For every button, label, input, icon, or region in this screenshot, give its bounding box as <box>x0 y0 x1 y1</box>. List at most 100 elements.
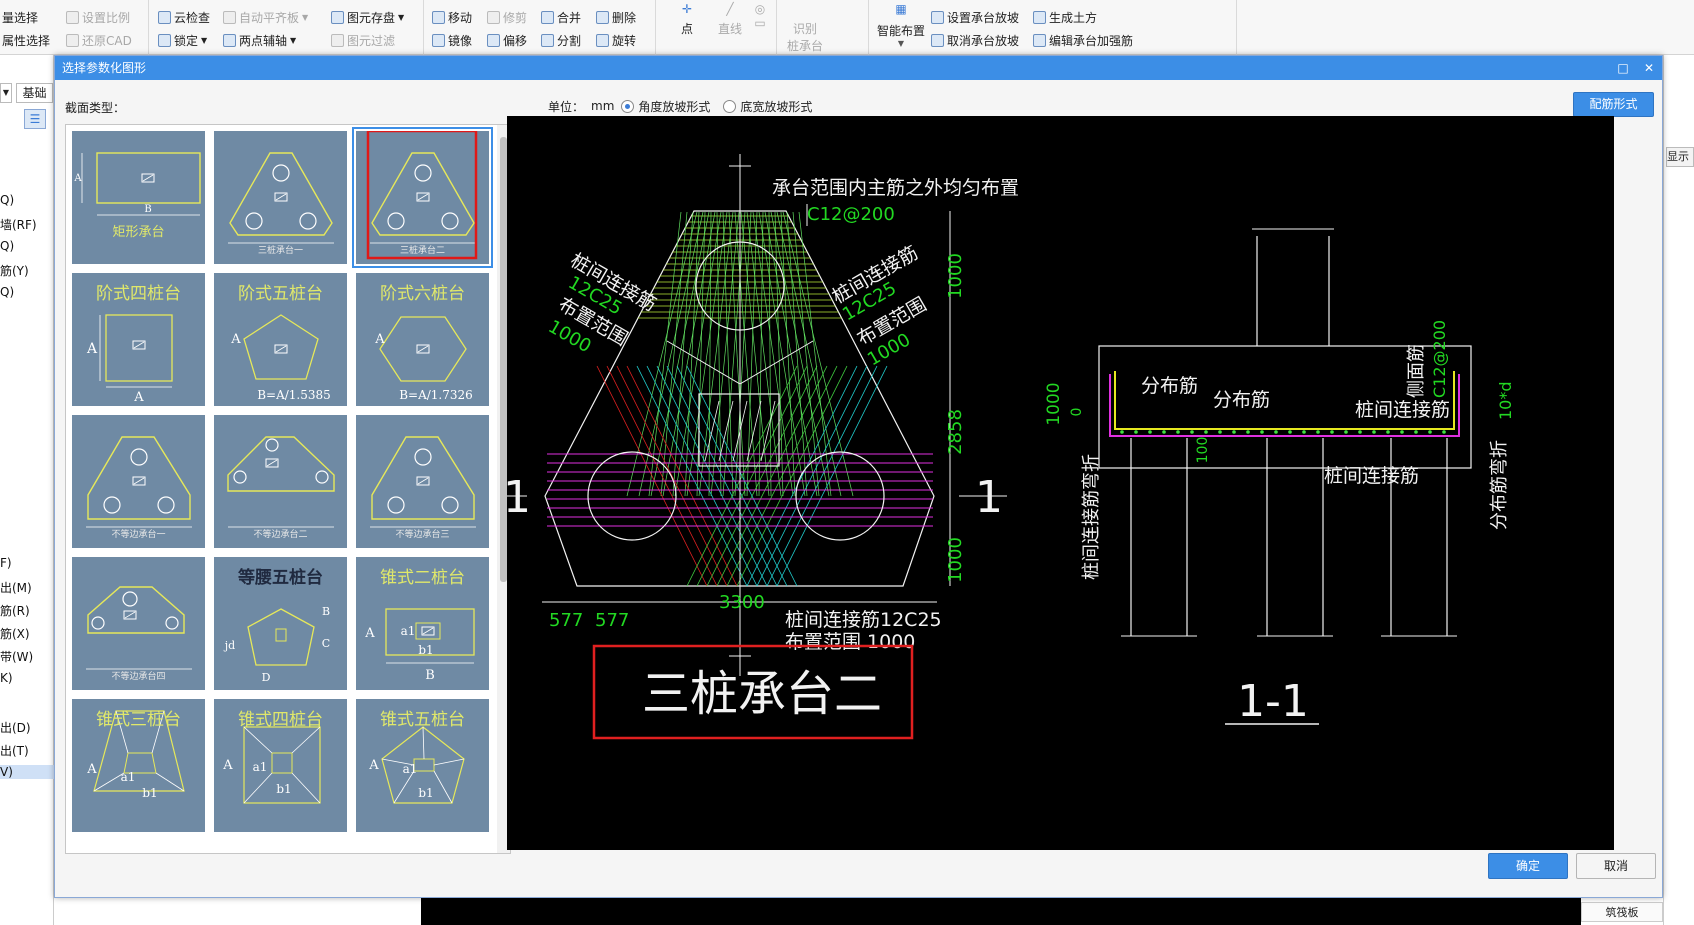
rebar-line <box>726 365 838 587</box>
tree-item[interactable]: 筋(R) <box>0 604 30 618</box>
circle-tool-button[interactable]: ◎▭ <box>751 2 769 30</box>
shape-option-uneq1[interactable]: 不等边承台一 <box>69 412 208 551</box>
tree-item[interactable]: 出(M) <box>0 581 32 595</box>
rebar-line <box>752 211 794 497</box>
tree-item[interactable]: 出(D) <box>0 721 31 735</box>
shape-name: 三桩承台二 <box>399 246 445 256</box>
tree-item[interactable]: K) <box>0 671 13 685</box>
foundation-tab[interactable]: 基础 <box>16 83 53 103</box>
cancel-slope-button[interactable]: 取消承台放坡 <box>931 31 1019 49</box>
rebar-line <box>756 365 868 587</box>
smart-layout-button[interactable]: ▦智能布置▼ <box>873 2 929 48</box>
foundation-tab-label: 基础 <box>22 86 47 100</box>
rebar-line <box>606 365 718 587</box>
shape-option-uneq3[interactable]: 不等边承台三 <box>353 412 492 551</box>
mirror-button[interactable]: 镜像 <box>432 31 472 49</box>
section-label: 10*d <box>1496 381 1515 420</box>
rebar-dot <box>1232 430 1236 434</box>
property-select[interactable]: 属性选择 <box>2 31 50 49</box>
gen-earthwork-button[interactable]: 生成土方 <box>1033 8 1097 26</box>
save-element-button[interactable]: 图元存盘▼ <box>331 8 404 26</box>
grid-scrollbar[interactable] <box>497 125 510 853</box>
shape-name: 锥式五桩台 <box>380 710 465 730</box>
rebar-dot <box>1400 430 1404 434</box>
filter-element-button[interactable]: 图元过滤 <box>331 31 395 49</box>
svg-text:b1: b1 <box>142 786 157 800</box>
identify-pile-cap-button[interactable]: 识别桩承台 <box>785 20 825 54</box>
svg-text:B: B <box>322 605 330 618</box>
delete-button[interactable]: 删除 <box>596 8 636 26</box>
pile-circle <box>587 451 677 541</box>
width-slope-radio[interactable]: 底宽放坡形式 <box>723 98 812 115</box>
point-button[interactable]: ✛点 <box>676 2 698 37</box>
cloud-check-button[interactable]: 云检查 <box>158 8 210 26</box>
tree-item[interactable]: 筋(Y) <box>0 264 29 278</box>
tree-item[interactable]: Q) <box>0 239 15 253</box>
rebar-dot <box>1442 430 1446 434</box>
rebar-dot <box>1246 430 1250 434</box>
section-label: 100 <box>1195 437 1211 464</box>
identify-label: 识别 <box>792 22 817 36</box>
shape-option-tri1[interactable]: 三桩承台一 <box>211 128 350 267</box>
set-scale-button[interactable]: 设置比例 <box>66 8 130 26</box>
lock-button[interactable]: 锁定▼ <box>158 31 207 49</box>
title-highlight-box <box>592 644 914 740</box>
raft-slab-button[interactable]: 筑筏板 <box>1581 902 1663 922</box>
merge-button[interactable]: 合并 <box>541 8 581 26</box>
floor-dropdown[interactable]: ▼ <box>0 83 12 103</box>
offset-button[interactable]: 偏移 <box>487 31 527 49</box>
dialog-titlebar[interactable]: 选择参数化图形 □ ✕ <box>55 56 1662 80</box>
scrollbar-thumb[interactable] <box>500 137 507 582</box>
tree-item[interactable]: F) <box>0 556 12 570</box>
edit-reinforce-button[interactable]: 编辑承台加强筋 <box>1033 31 1133 49</box>
rotate-button[interactable]: 旋转 <box>596 31 636 49</box>
maximize-button[interactable]: □ <box>1610 56 1636 80</box>
tree-item-selected[interactable]: V) <box>0 765 54 779</box>
dim-text: 1000 <box>945 253 966 299</box>
tree-item[interactable]: 筋(X) <box>0 627 30 641</box>
close-button[interactable]: ✕ <box>1636 56 1662 80</box>
restore-cad-button[interactable]: 还原CAD <box>66 31 132 49</box>
move-button[interactable]: 移动 <box>432 8 472 26</box>
set-slope-button[interactable]: 设置承台放坡 <box>931 8 1019 26</box>
slope-icon <box>931 10 944 24</box>
ok-button[interactable]: 确定 <box>1488 853 1568 879</box>
auto-slab-button[interactable]: 自动平齐板▼ <box>223 8 308 26</box>
tree-item[interactable]: 墙(RF) <box>0 218 37 232</box>
svg-text:B=A/1.5385: B=A/1.5385 <box>257 388 331 402</box>
quantity-select[interactable]: 量选择 <box>2 8 38 26</box>
tree-item[interactable]: 带(W) <box>0 650 34 664</box>
list-view-button[interactable]: ☰ <box>24 109 46 129</box>
shape-option-uneq4[interactable]: 不等边承台四 <box>69 554 208 693</box>
shape-option-uneq2[interactable]: 不等边承台二 <box>211 412 350 551</box>
point-icon: ✛ <box>681 2 693 16</box>
display-button[interactable]: 显示 <box>1666 147 1694 167</box>
angle-slope-radio[interactable]: 角度放坡形式 <box>621 98 710 115</box>
shape-option-tri2[interactable]: 三桩承台二 <box>352 127 493 268</box>
tree-item[interactable]: 出(T) <box>0 744 29 758</box>
pile-circle <box>795 451 885 541</box>
set-slope-label: 设置承台放坡 <box>947 10 1020 25</box>
tree-item[interactable]: Q) <box>0 285 15 299</box>
cancel-button[interactable]: 取消 <box>1576 853 1656 879</box>
line-button[interactable]: ╱直线 <box>715 2 745 37</box>
rebar-form-button[interactable]: 配筋形式 <box>1573 92 1654 117</box>
trim-button[interactable]: 修剪 <box>487 8 527 26</box>
rebar-dot <box>1358 430 1362 434</box>
two-point-aux-button[interactable]: 两点辅轴▼ <box>223 31 296 49</box>
section-cap <box>1098 345 1472 469</box>
split-button[interactable]: 分割 <box>541 31 581 49</box>
tree-item[interactable]: Q) <box>0 193 15 207</box>
property-select-label: 属性选择 <box>2 33 51 48</box>
